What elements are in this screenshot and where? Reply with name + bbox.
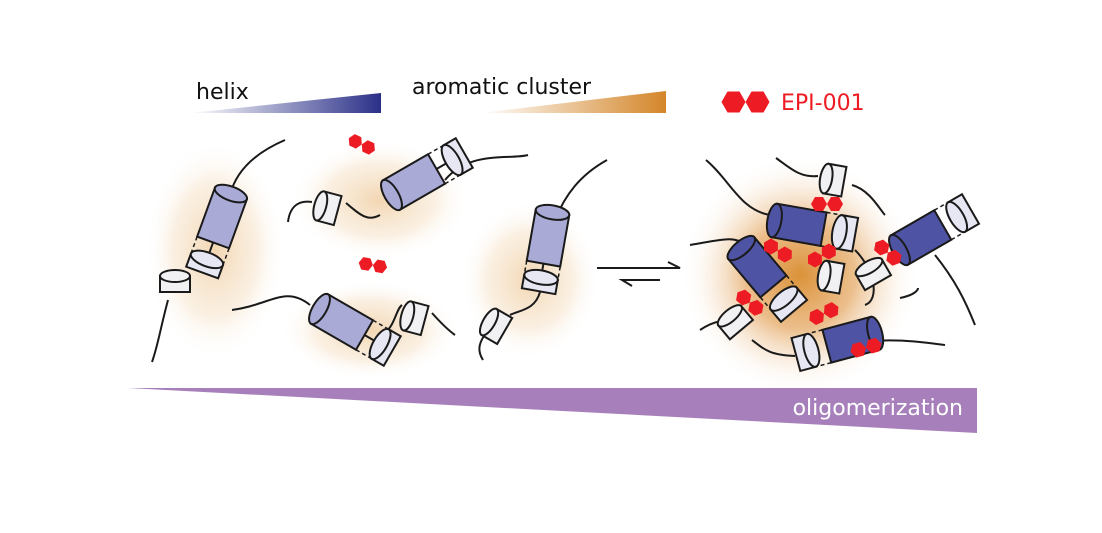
oligomerization-label: oligomerization <box>793 396 963 421</box>
cap-2 <box>312 190 343 227</box>
epi-001-label: EPI-001 <box>781 91 865 116</box>
monomer-2 <box>380 136 475 212</box>
monomer-1 <box>184 183 249 280</box>
epi-001-hexagon-icon <box>721 91 770 113</box>
helix-gradient-wedge <box>190 93 381 113</box>
aromatic-cluster-label: aromatic cluster <box>412 75 592 100</box>
aromatic-gradient-wedge <box>480 91 666 113</box>
legend-helix: helix <box>190 80 381 113</box>
cap-4 <box>478 307 514 346</box>
legend-aromatic-cluster: aromatic cluster <box>412 75 666 113</box>
oligomer-cluster <box>716 162 981 373</box>
cap-3 <box>399 300 430 337</box>
monomer-4 <box>520 203 571 296</box>
helix-label: helix <box>196 80 249 105</box>
equilibrium-arrow-icon <box>597 261 681 287</box>
oligomerization-wedge <box>128 388 977 433</box>
legend-epi-001: EPI-001 <box>721 91 865 116</box>
chains <box>151 139 976 363</box>
oligomerization-bar: oligomerization <box>128 388 977 433</box>
monomer-3 <box>308 292 403 368</box>
cap-1 <box>159 269 191 293</box>
